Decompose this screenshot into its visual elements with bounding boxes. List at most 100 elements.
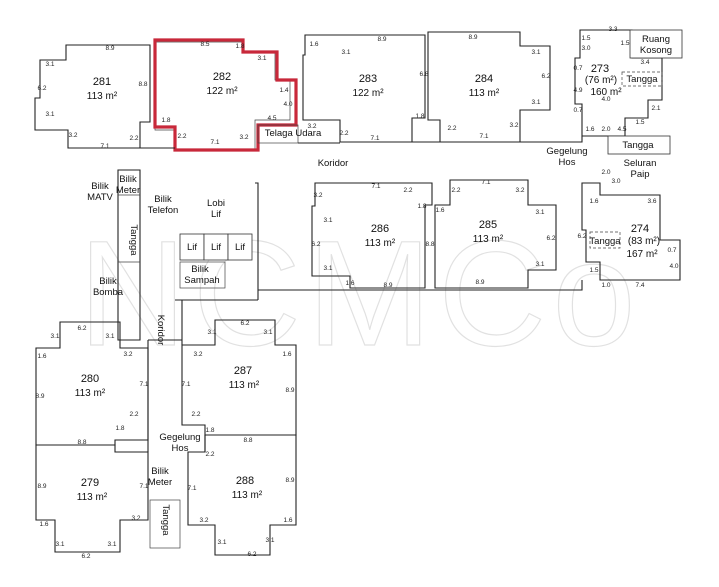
- svg-text:Hos: Hos: [559, 157, 576, 168]
- svg-text:MATV: MATV: [87, 192, 113, 203]
- svg-text:Seluran: Seluran: [624, 158, 657, 169]
- svg-text:2.2: 2.2: [447, 125, 456, 132]
- unit-area: 122 m²: [206, 86, 238, 97]
- svg-text:1.8: 1.8: [417, 203, 426, 210]
- svg-text:4.0: 4.0: [601, 96, 610, 103]
- svg-text:3.2: 3.2: [193, 351, 202, 358]
- svg-text:Lobi: Lobi: [207, 198, 225, 209]
- unit-280[interactable]: 280 113 m² 6.2 3.1 3.1 1.6 8.9 3.2 7.1 2…: [35, 321, 149, 446]
- svg-text:3.1: 3.1: [531, 49, 540, 56]
- svg-text:Gegelung: Gegelung: [159, 432, 200, 443]
- tangga-right: [607, 135, 671, 155]
- svg-text:1.6: 1.6: [589, 198, 598, 205]
- svg-text:1.4: 1.4: [279, 87, 288, 94]
- svg-text:3.1: 3.1: [265, 537, 274, 544]
- svg-text:1.6: 1.6: [283, 517, 292, 524]
- unit-286[interactable]: 286 113 m² 7.1 3.2 2.2 3.1 6.2 3.1 1.6 8…: [311, 182, 435, 289]
- svg-text:7.1: 7.1: [479, 133, 488, 140]
- unit-283[interactable]: 283 122 m² 8.9 1.6 3.1 6.8 7.1 2.2 3.2 1…: [302, 34, 429, 143]
- svg-text:1.6: 1.6: [345, 280, 354, 287]
- svg-text:Lif: Lif: [211, 209, 221, 220]
- unit-number: 288: [236, 475, 254, 487]
- svg-text:2.2: 2.2: [177, 133, 186, 140]
- svg-text:2.2: 2.2: [403, 187, 412, 194]
- svg-text:3.1: 3.1: [217, 539, 226, 546]
- svg-text:1.0: 1.0: [601, 282, 610, 289]
- svg-text:7.1: 7.1: [139, 483, 148, 490]
- svg-text:3.1: 3.1: [55, 541, 64, 548]
- unit-282[interactable]: 282 122 m² 8.5 1.8 3.1 1.4 4.0 1.8 2.2 7…: [153, 38, 298, 152]
- svg-text:2.0: 2.0: [601, 169, 610, 176]
- tangga-274: [589, 231, 621, 249]
- svg-text:Lif: Lif: [187, 242, 197, 253]
- unit-288[interactable]: 288 113 m² 8.8 2.2 7.1 3.2 3.1 6.2 3.1 1…: [187, 434, 297, 558]
- svg-text:3.1: 3.1: [263, 329, 272, 336]
- svg-text:3.2: 3.2: [123, 351, 132, 358]
- svg-text:1.8: 1.8: [205, 427, 214, 434]
- svg-text:0.7: 0.7: [573, 65, 582, 72]
- unit-285[interactable]: 285 113 m² 7.1 2.2 3.2 3.1 6.2 3.1 8.9 1…: [434, 179, 557, 289]
- svg-text:3.1: 3.1: [105, 333, 114, 340]
- svg-text:7.1: 7.1: [181, 381, 190, 388]
- unit-279[interactable]: 279 113 m² 8.9 1.6 3.1 6.2 3.1 3.2 7.1: [35, 444, 149, 560]
- corridor-top-wall: [140, 136, 583, 149]
- svg-text:8.9: 8.9: [468, 34, 477, 41]
- unit-281[interactable]: 281 113 m² 8.9 3.1 6.2 3.1 8.8 3.2 7.1 2…: [34, 44, 151, 150]
- unit-area: 113 m²: [75, 388, 106, 399]
- svg-text:1.8: 1.8: [235, 43, 244, 50]
- svg-text:3.3: 3.3: [608, 26, 617, 33]
- svg-text:Bilik: Bilik: [154, 194, 172, 205]
- svg-text:6.2: 6.2: [541, 73, 550, 80]
- svg-text:4.9: 4.9: [573, 87, 582, 94]
- svg-text:8.9: 8.9: [285, 387, 294, 394]
- svg-text:8.9: 8.9: [475, 279, 484, 286]
- svg-text:7.1: 7.1: [481, 179, 490, 186]
- ruang-kosong: [629, 29, 683, 59]
- unit-284[interactable]: 284 113 m² 8.9 3.1 6.2 7.1 2.2 3.2 3.1: [427, 31, 551, 143]
- svg-text:3.2: 3.2: [313, 192, 322, 199]
- svg-text:4.0: 4.0: [283, 101, 292, 108]
- svg-text:Bilik: Bilik: [91, 181, 109, 192]
- svg-text:Lif: Lif: [235, 242, 245, 253]
- svg-text:7.1: 7.1: [139, 381, 148, 388]
- svg-text:1.6: 1.6: [309, 41, 318, 48]
- svg-text:0.7: 0.7: [573, 107, 582, 114]
- unit-area: 113 m²: [365, 238, 396, 249]
- svg-text:2.0: 2.0: [601, 126, 610, 133]
- unit-number: 282: [213, 71, 231, 83]
- gegelung-hos-bottom: Gegelung Hos: [159, 432, 200, 454]
- svg-text:3.2: 3.2: [515, 187, 524, 194]
- svg-text:Meter: Meter: [116, 185, 140, 196]
- svg-text:2.2: 2.2: [129, 411, 138, 418]
- svg-text:3.1: 3.1: [535, 209, 544, 216]
- svg-text:6.2: 6.2: [240, 320, 249, 327]
- svg-text:2.2: 2.2: [191, 411, 200, 418]
- svg-text:3.1: 3.1: [531, 99, 540, 106]
- unit-number: 281: [93, 76, 111, 88]
- svg-text:Tangga: Tangga: [128, 224, 139, 256]
- lift-block: Lif Lif Lif Bilik Sampah: [179, 233, 253, 289]
- unit-number: 284: [475, 73, 493, 85]
- svg-text:Meter: Meter: [148, 477, 172, 488]
- koridor-label-top: Koridor: [318, 158, 349, 169]
- unit-area: 113 m²: [87, 91, 118, 102]
- unit-274[interactable]: Tangga 274 (83 m²) 167 m² 1.6 3.6 6.2 3.…: [577, 169, 681, 289]
- svg-text:Ruang: Ruang: [642, 34, 670, 45]
- svg-text:7.1: 7.1: [370, 135, 379, 142]
- svg-text:Hos: Hos: [172, 443, 189, 454]
- svg-text:7.4: 7.4: [635, 282, 644, 289]
- svg-text:7.1: 7.1: [210, 139, 219, 146]
- svg-text:1.8: 1.8: [161, 117, 170, 124]
- svg-text:Tangga: Tangga: [589, 236, 621, 247]
- svg-text:Paip: Paip: [630, 169, 649, 180]
- unit-area: 113 m²: [229, 380, 260, 391]
- svg-text:2.1: 2.1: [651, 105, 660, 112]
- unit-273[interactable]: Ruang Kosong Tangga 273 (76 m²) 160 m² 1…: [573, 26, 683, 137]
- lobi-lif: Lobi Lif: [207, 198, 225, 220]
- svg-text:1.6: 1.6: [435, 207, 444, 214]
- svg-text:Bomba: Bomba: [93, 287, 124, 298]
- svg-text:8.8: 8.8: [77, 439, 86, 446]
- svg-text:1.5: 1.5: [635, 119, 644, 126]
- seluran-paip: Seluran Paip: [624, 158, 657, 180]
